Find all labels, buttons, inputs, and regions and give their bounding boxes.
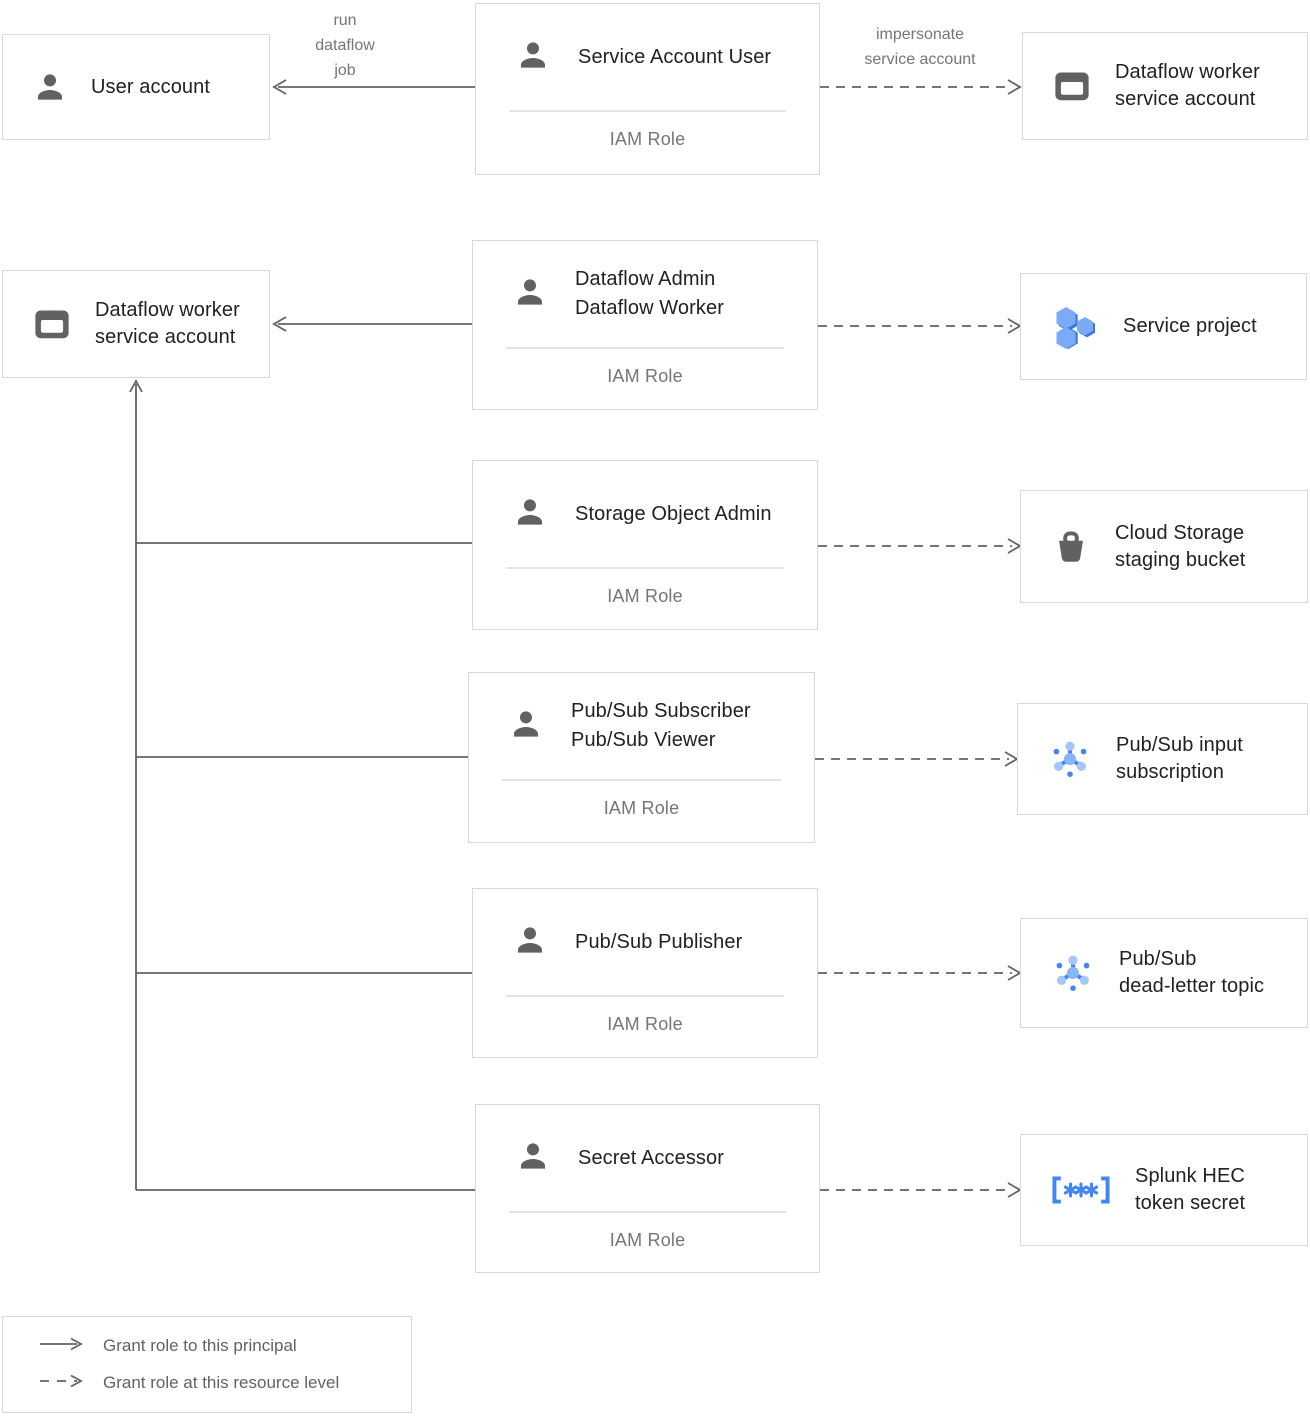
iam-role-label: IAM Role <box>607 586 683 606</box>
iam-role-label: IAM Role <box>603 798 680 818</box>
iam-box-dataflow-admin-worker: Dataflow Admin Dataflow Worker IAM Role <box>472 240 818 410</box>
iam-role-label: IAM Role <box>607 1014 683 1034</box>
node-label: User account <box>91 75 211 98</box>
edge-grant-on-service-project <box>818 318 1022 334</box>
node-user-account: User account <box>2 34 270 140</box>
node-pubsub-input-subscription: Pub/Sub input subscription <box>1017 703 1308 815</box>
legend: Grant role to this principal Grant role … <box>2 1316 412 1413</box>
divider <box>502 779 781 781</box>
iam-role-title: Pub/Sub Publisher <box>575 930 743 953</box>
iam-role-title: Service Account User <box>578 45 772 68</box>
node-label: Cloud Storage staging bucket <box>1115 521 1246 571</box>
node-label: Service project <box>1123 315 1257 337</box>
node-label: Dataflow worker service account <box>1115 61 1260 110</box>
iam-box-pubsub-publisher: Pub/Sub Publisher IAM Role <box>472 888 818 1058</box>
edge-trunk-to-worker-sa <box>129 379 475 1191</box>
person-icon <box>514 1137 552 1180</box>
divider <box>506 347 784 349</box>
edge-grant-on-staging-bucket <box>818 538 1022 554</box>
person-icon <box>511 921 549 964</box>
edge-grant-on-dead-letter-topic <box>818 965 1022 981</box>
legend-row-dashed: Grant role at this resource level <box>39 1373 411 1393</box>
divider <box>509 110 786 112</box>
iam-role-label: IAM Role <box>609 129 686 149</box>
service-account-icon <box>1051 67 1093 105</box>
solid-arrow-icon <box>39 1337 85 1356</box>
pubsub-icon <box>1046 735 1094 783</box>
node-cloud-storage-staging-bucket: Cloud Storage staging bucket <box>1020 490 1308 603</box>
iam-box-secret-accessor: Secret Accessor IAM Role <box>475 1104 820 1273</box>
service-account-icon <box>31 305 73 343</box>
person-icon <box>514 36 552 79</box>
node-dataflow-worker-service-account-right: Dataflow worker service account <box>1022 32 1308 140</box>
divider <box>506 995 784 997</box>
node-label: Dataflow worker service account <box>95 299 240 348</box>
legend-row-solid: Grant role to this principal <box>39 1336 411 1356</box>
iam-role-title: Storage Object Admin <box>575 502 772 525</box>
legend-dashed-label: Grant role at this resource level <box>103 1373 340 1392</box>
iam-role-label: IAM Role <box>609 1230 686 1250</box>
person-icon <box>511 273 549 316</box>
pubsub-icon <box>1049 949 1097 997</box>
iam-box-storage-object-admin: Storage Object Admin IAM Role <box>472 460 818 630</box>
node-label: Pub/Sub input subscription <box>1116 734 1243 783</box>
iam-box-pubsub-subscriber-viewer: Pub/Sub Subscriber Pub/Sub Viewer IAM Ro… <box>468 672 815 843</box>
node-service-project: Service project <box>1020 273 1307 380</box>
edge-impersonate-service-account <box>820 79 1022 95</box>
legend-solid-label: Grant role to this principal <box>103 1336 297 1355</box>
edge-label-run-dataflow-job: run dataflow job <box>315 12 375 79</box>
project-hexagons-icon <box>1049 303 1101 351</box>
node-label: Pub/Sub dead-letter topic <box>1119 948 1265 997</box>
iam-role-title: Pub/Sub Subscriber Pub/Sub Viewer <box>571 700 751 751</box>
iam-box-service-account-user: Service Account User IAM Role <box>475 3 820 175</box>
node-splunk-hec-token-secret: Splunk HEC token secret <box>1020 1134 1308 1246</box>
secret-icon <box>1049 1174 1113 1206</box>
iam-role-title: Secret Accessor <box>578 1146 725 1169</box>
divider <box>506 567 784 569</box>
edge-label-impersonate-service-account: impersonate service account <box>864 26 976 68</box>
person-icon <box>507 705 545 748</box>
edge-grant-on-input-subscription <box>815 751 1019 767</box>
node-label: Splunk HEC token secret <box>1135 1165 1246 1214</box>
person-icon <box>31 68 69 106</box>
edge-grant-dataflow-roles <box>272 316 472 332</box>
divider <box>509 1211 786 1213</box>
bucket-icon <box>1049 525 1093 569</box>
iam-role-title: Dataflow Admin Dataflow Worker <box>575 268 724 319</box>
iam-role-label: IAM Role <box>607 366 683 386</box>
node-pubsub-dead-letter-topic: Pub/Sub dead-letter topic <box>1020 918 1308 1028</box>
person-icon <box>511 493 549 536</box>
dashed-arrow-icon <box>39 1374 85 1393</box>
edge-grant-on-token-secret <box>820 1182 1022 1198</box>
node-dataflow-worker-service-account-left: Dataflow worker service account <box>2 270 270 378</box>
